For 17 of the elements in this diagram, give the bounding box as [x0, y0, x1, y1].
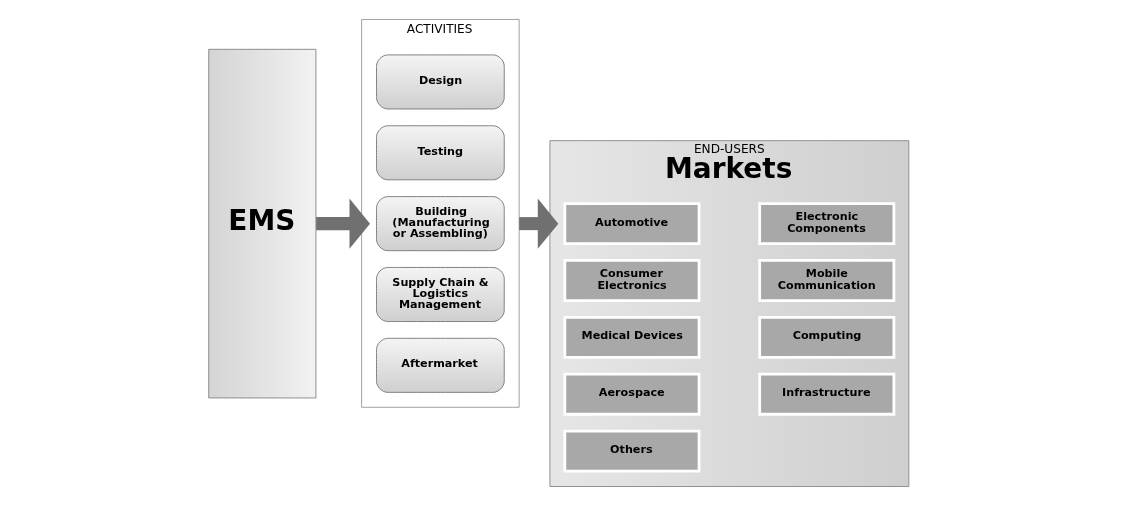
node-box: EMS	[207, 48, 316, 399]
node-box: Mobile Communication	[757, 259, 895, 302]
node-box: Infrastructure	[757, 372, 895, 416]
node-box: Computing	[757, 315, 895, 359]
node-box: Building (Manufacturing or Assembling)	[375, 196, 505, 252]
node-box: Supply Chain & Logistics Management	[375, 267, 505, 322]
node-box: Aerospace	[562, 372, 700, 416]
arrow	[518, 198, 558, 249]
node-box: Consumer Electronics	[562, 259, 700, 302]
node-box: Testing	[375, 125, 505, 181]
node-box: Automotive	[562, 202, 700, 246]
node-box: Electronic Components	[757, 202, 895, 246]
node-box: Aftermarket	[375, 337, 505, 393]
node-box: Medical Devices	[562, 315, 700, 359]
arrow	[315, 198, 370, 249]
node-box: Design	[375, 54, 505, 110]
node-box: Others	[562, 429, 700, 473]
